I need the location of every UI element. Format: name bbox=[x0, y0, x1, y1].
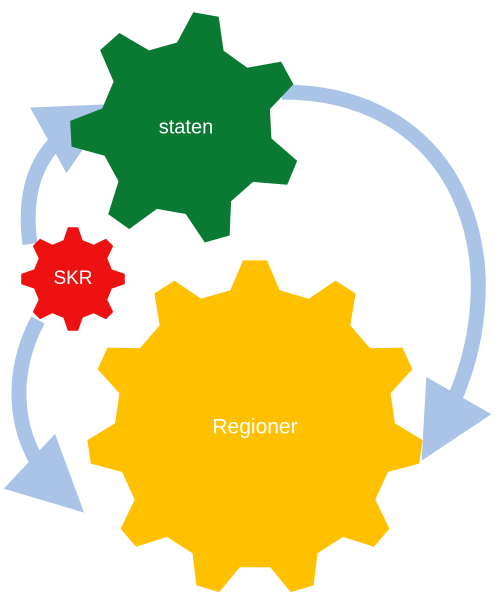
gear-staten: staten bbox=[70, 12, 298, 243]
arrow-staten-to-regioner bbox=[281, 84, 492, 461]
staten-label: staten bbox=[159, 116, 213, 138]
arrow-skr-to-staten bbox=[20, 103, 114, 246]
arrow-skr-to-regioner bbox=[3, 316, 85, 513]
regioner-gear-shape bbox=[87, 260, 423, 593]
skr-label: SKR bbox=[53, 268, 92, 289]
regioner-label: Regioner bbox=[212, 416, 297, 439]
gear-skr: SKR bbox=[21, 227, 125, 331]
skr-gear-shape bbox=[21, 227, 125, 331]
gear-regioner: Regioner bbox=[87, 260, 423, 593]
staten-gear-shape bbox=[70, 12, 298, 243]
